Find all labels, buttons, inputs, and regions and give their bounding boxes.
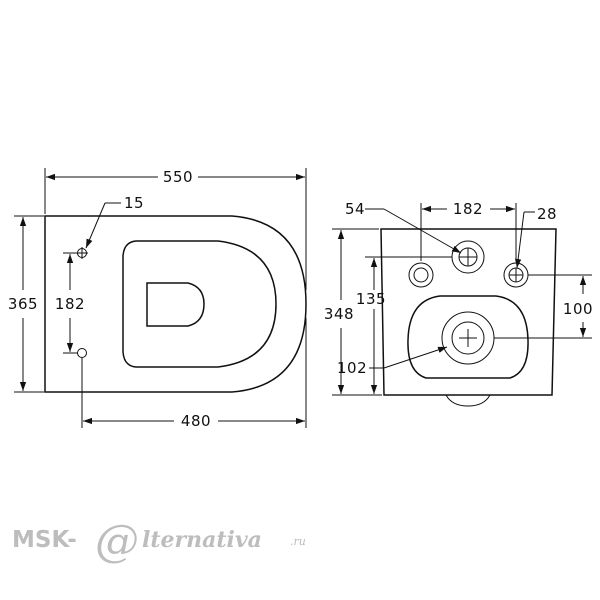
dim-outlet-height: 100 (563, 300, 593, 318)
dim-wall-to-front: 480 (181, 412, 211, 430)
leader-line (514, 211, 525, 269)
rear-view: 182 54 28 348 135 100 102 (324, 200, 593, 407)
leader-line (85, 202, 106, 249)
bolt-hole-lower (77, 348, 87, 358)
bowl-outline (44, 215, 307, 393)
dim-overall-width: 365 (8, 295, 38, 313)
dim-outlet-diameter: 102 (337, 359, 367, 377)
dim-fixing-hole-diameter: 28 (537, 205, 557, 223)
dim-bolt-hole-diameter: 15 (124, 194, 144, 212)
outlet-opening-inner (451, 321, 485, 355)
top-view: 550 365 182 15 480 (8, 168, 307, 430)
watermark-prefix: MSK- (12, 527, 77, 553)
dim-overall-length: 550 (163, 168, 193, 186)
dim-fixing-spacing: 182 (453, 200, 483, 218)
watermark-at-symbol: @ (95, 516, 139, 567)
rear-body-outline (380, 228, 557, 396)
leader-line (383, 208, 462, 254)
dim-fixing-height: 135 (356, 290, 386, 308)
outlet-housing (407, 295, 529, 379)
dim-inlet-diameter: 54 (345, 200, 365, 218)
fixing-hole-left-inner (413, 267, 429, 283)
bowl-inner-rim (122, 240, 277, 368)
leader-line (383, 346, 448, 369)
watermark-suffix: .ru (290, 535, 306, 548)
watermark-script: lternativa (142, 527, 262, 553)
bowl-outlet (146, 282, 205, 327)
dim-bolt-spacing: 182 (55, 295, 85, 313)
rear-bottom-bulge (445, 394, 491, 407)
dim-height: 348 (324, 305, 354, 323)
watermark: MSK- @ lternativa .ru (12, 516, 306, 567)
fixing-hole-left (408, 262, 434, 288)
